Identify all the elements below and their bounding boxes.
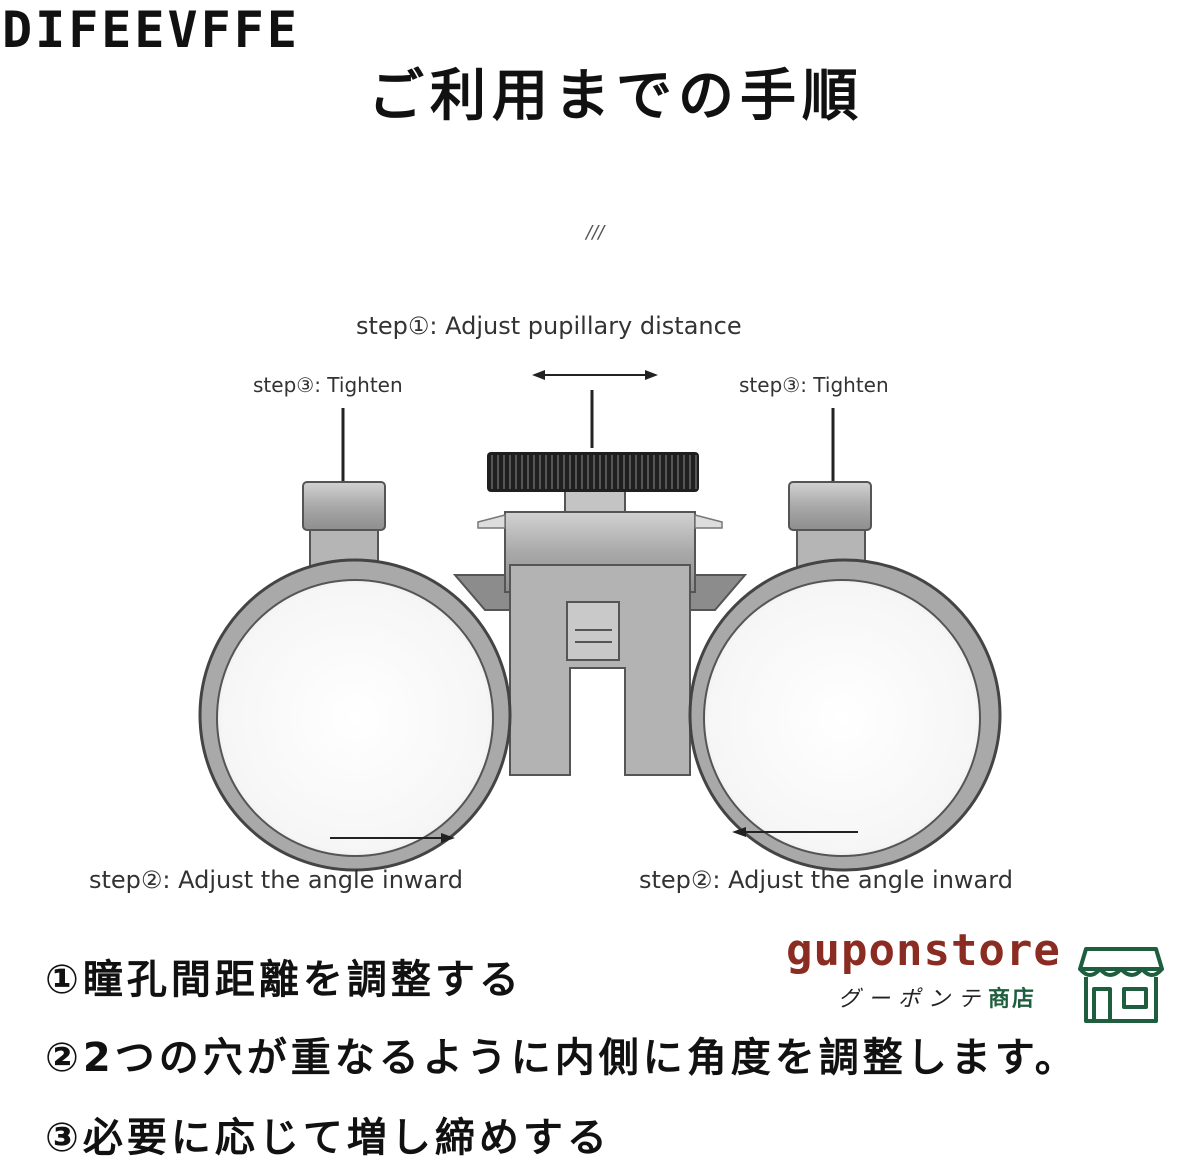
- angle-arrow-right: [732, 827, 858, 837]
- store-subtitle: グーポンテ商店: [838, 981, 1036, 1013]
- label-tighten-right: step③: Tighten: [739, 373, 889, 397]
- step-1-text: ①瞳孔間距離を調整する: [45, 957, 523, 1003]
- left-lens: [198, 481, 512, 872]
- step-2-text: ②2つの穴が重なるように内側に角度を調整します。: [45, 1035, 1079, 1081]
- store-shop: 商店: [988, 987, 1037, 1012]
- label-pupillary-distance: step①: Adjust pupillary distance: [356, 312, 742, 340]
- right-lens: [688, 481, 1002, 872]
- angle-arrow-left: [330, 833, 455, 843]
- diagram-mark: ///: [586, 222, 605, 243]
- store-logo: guponstore グーポンテ商店: [786, 923, 1166, 1028]
- label-angle-left: step②: Adjust the angle inward: [89, 866, 463, 894]
- bridge-body: [452, 511, 748, 776]
- storefront-icon: [1078, 947, 1164, 1023]
- page-title: ご利用までの手順: [368, 64, 864, 129]
- label-tighten-left: step③: Tighten: [253, 373, 403, 397]
- adjustment-knob: [487, 452, 699, 513]
- step-3-text: ③必要に応じて増し締めする: [45, 1115, 611, 1161]
- store-name: guponstore: [786, 925, 1061, 976]
- brand-logo: DIFEEVFFE: [2, 1, 300, 59]
- pupillary-arrow: [532, 370, 658, 380]
- store-kana: グーポンテ: [838, 987, 989, 1012]
- label-angle-right: step②: Adjust the angle inward: [639, 866, 1013, 894]
